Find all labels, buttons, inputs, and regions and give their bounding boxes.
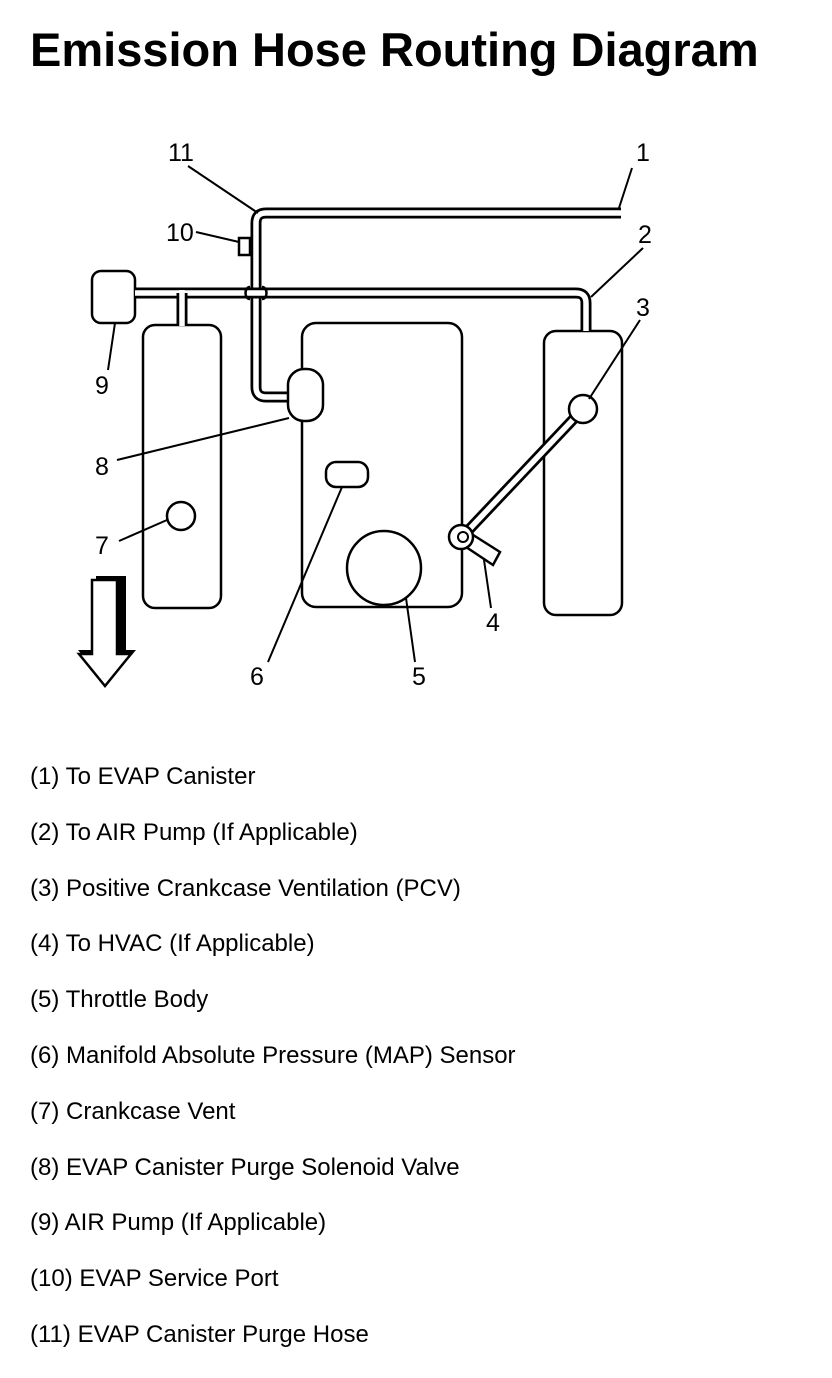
callout-3: 3 <box>636 294 650 322</box>
callout-5: 5 <box>412 663 426 691</box>
hose-routing-diagram: 1 2 3 4 5 6 7 8 9 10 11 <box>76 139 652 691</box>
crankcase-vent <box>165 500 197 532</box>
legend-list: (1) To EVAP Canister (2) To AIR Pump (If… <box>30 760 516 1374</box>
callout-1: 1 <box>636 139 650 167</box>
throttle-body <box>345 529 423 607</box>
callout-4: 4 <box>486 609 500 637</box>
legend-item: (6) Manifold Absolute Pressure (MAP) Sen… <box>30 1041 516 1069</box>
legend-item: (9) AIR Pump (If Applicable) <box>30 1209 327 1237</box>
legend-item: (7) Crankcase Vent <box>30 1097 236 1125</box>
intake-manifold <box>300 321 464 609</box>
legend-item: (11) EVAP Canister Purge Hose <box>30 1320 369 1348</box>
legend-item: (8) EVAP Canister Purge Solenoid Valve <box>30 1153 460 1181</box>
legend-item: (3) Positive Crankcase Ventilation (PCV) <box>30 874 461 902</box>
callout-2: 2 <box>638 221 652 249</box>
map-sensor <box>324 460 370 489</box>
hose-crossover <box>244 285 268 301</box>
leader-lines <box>107 165 644 663</box>
legend-item: (10) EVAP Service Port <box>30 1265 279 1293</box>
legend-item: (5) Throttle Body <box>30 986 209 1014</box>
callout-9: 9 <box>95 372 109 400</box>
page-title: Emission Hose Routing Diagram <box>30 23 759 76</box>
callout-10: 10 <box>166 219 194 247</box>
legend-item: (2) To AIR Pump (If Applicable) <box>30 818 358 846</box>
air-pump <box>90 269 137 325</box>
callout-6: 6 <box>250 663 264 691</box>
evap-service-port <box>237 236 252 257</box>
callout-11: 11 <box>168 139 194 167</box>
left-valve-cover <box>141 323 223 610</box>
pcv-valve <box>567 393 599 425</box>
right-valve-cover <box>542 329 624 617</box>
evap-purge-solenoid <box>286 367 325 423</box>
callout-7: 7 <box>95 532 109 560</box>
legend-item: (1) To EVAP Canister <box>30 763 256 790</box>
callout-8: 8 <box>95 453 109 481</box>
hvac-port <box>447 523 475 551</box>
legend-item: (4) To HVAC (If Applicable) <box>30 930 315 958</box>
arrow-down-icon <box>76 576 136 688</box>
